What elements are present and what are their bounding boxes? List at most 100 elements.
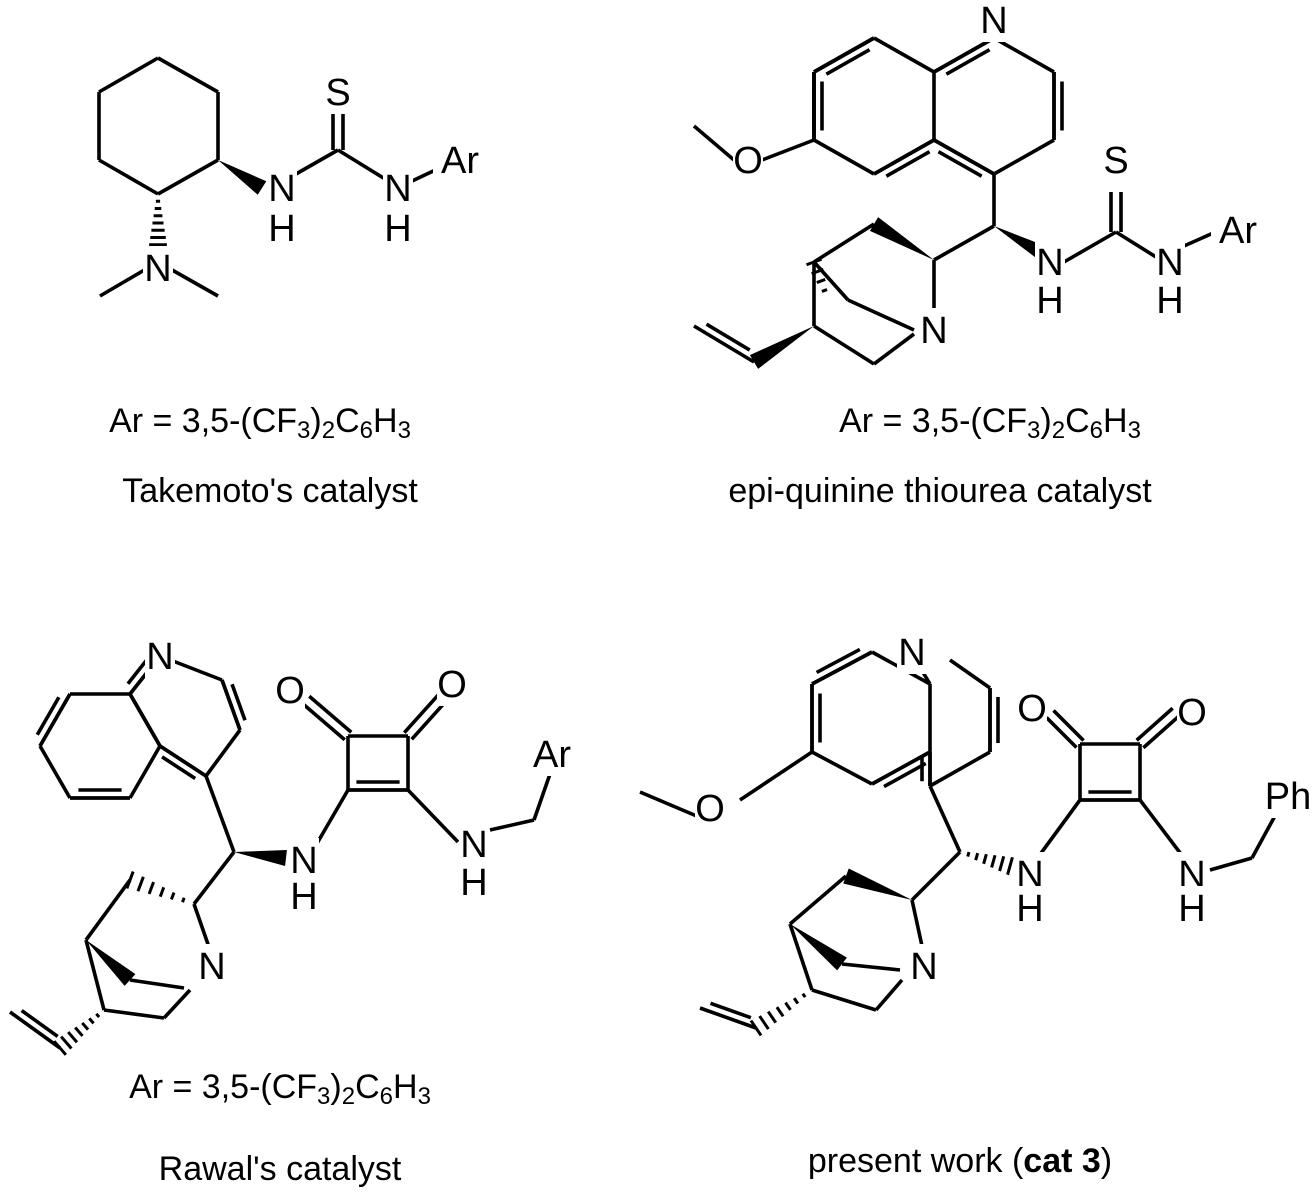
cat3-quinoline-n: N	[898, 632, 925, 674]
takemoto-nh-left-n: N	[268, 168, 295, 210]
epi-nh-left-n-bg	[1035, 240, 1065, 284]
bond	[811, 650, 873, 686]
cat3-o-right-bg	[1177, 690, 1207, 734]
wedge-bond	[86, 940, 136, 986]
bond-double	[402, 691, 442, 734]
cat3-nh-right-h-bg	[1177, 886, 1207, 930]
rawal-quinoline-n-bg	[145, 634, 175, 678]
rawal-nh-right-h-bg	[459, 860, 489, 904]
epi-ar-label-bg	[1211, 208, 1265, 252]
wedge-bond	[843, 868, 912, 900]
cat3-methoxy-o: O	[695, 788, 725, 830]
epi-nh-right-n: N	[1156, 242, 1183, 284]
bond	[933, 138, 995, 176]
takemoto-nh-right-n-bg	[383, 166, 413, 210]
hash-bond-stripe	[805, 257, 823, 267]
epi-methoxy-o-bg	[733, 138, 763, 182]
bond	[788, 923, 814, 991]
bond-double	[1052, 709, 1085, 742]
bond	[406, 788, 460, 844]
epi-quinoline-n-bg	[979, 0, 1009, 42]
bond-double	[308, 694, 353, 734]
rawal-o-left: O	[275, 670, 305, 712]
bond	[910, 850, 962, 902]
bond	[159, 744, 207, 778]
bond-double-inner	[709, 1001, 752, 1020]
takemoto-s-atom: S	[325, 72, 350, 114]
bond	[84, 878, 132, 942]
bond	[841, 962, 901, 972]
hash-bond-stripe	[181, 897, 186, 903]
bond	[811, 988, 877, 1012]
wedge-bond	[218, 160, 267, 195]
epi-nh-right-n-bg	[1155, 240, 1185, 284]
bond-double-inner	[161, 755, 197, 781]
rawal-ar-label: Ar	[533, 734, 571, 776]
bond	[847, 298, 915, 332]
bond	[929, 750, 991, 788]
hash-bond-stripe	[821, 288, 828, 293]
epi-quinuclidine-n: N	[920, 310, 947, 352]
bond-double-inner	[132, 700, 158, 740]
hash-bond-stripe	[998, 855, 1006, 872]
bond	[761, 138, 815, 162]
rawal-ar-label-bg	[525, 732, 579, 776]
bond	[204, 775, 236, 853]
rawal-o-right-bg	[437, 662, 467, 706]
bond	[84, 939, 106, 1011]
bond-layer	[8, 36, 1278, 1056]
formula-epi-quinine: Ar = 3,5-(CF3)2C6H3	[839, 402, 1141, 444]
bond	[128, 745, 162, 799]
bond	[693, 324, 755, 364]
bond	[38, 693, 72, 747]
bond	[813, 324, 875, 366]
hash-bond-stripe	[136, 876, 145, 892]
bond	[699, 1006, 757, 1030]
bond	[692, 124, 736, 162]
hash-bond-stripe	[966, 851, 971, 857]
bond-double-inner	[20, 1009, 59, 1038]
rawal-quinuclidine-n: N	[198, 946, 225, 988]
bond	[103, 1008, 165, 1020]
cat3-nh-right-h: H	[1178, 888, 1205, 930]
cat3-ph-label-bg	[1261, 774, 1315, 818]
bond	[993, 138, 1055, 176]
bond	[8, 1010, 62, 1050]
bond	[192, 903, 212, 951]
bond	[157, 158, 219, 196]
bond-double-inner	[825, 48, 871, 76]
hash-bond-stripe	[766, 1010, 778, 1024]
cat-3-label: cat 3	[1023, 1142, 1101, 1180]
cat3-o-right: O	[1177, 692, 1207, 734]
hash-bond-stripe	[81, 1021, 90, 1031]
bond	[38, 745, 72, 799]
bond	[162, 988, 192, 1020]
cat3-o-left-bg	[1017, 686, 1047, 730]
epi-s-atom-bg	[1101, 138, 1131, 182]
bond-double-inner	[815, 647, 861, 675]
epi-quinuclidine-n-bg	[919, 308, 949, 352]
epi-s-atom: S	[1103, 140, 1128, 182]
cat3-quinuclidine-n-bg	[909, 944, 939, 988]
hash-bond-stripe	[1006, 856, 1014, 876]
hash-bond-stripe	[811, 267, 824, 276]
cat3-ph-label: Ph	[1265, 776, 1311, 818]
bond	[813, 138, 875, 176]
bond	[739, 750, 813, 802]
bond	[129, 978, 185, 990]
cat3-quinoline-n-bg	[897, 630, 927, 674]
hash-bond-stripe	[758, 1015, 770, 1030]
bond	[337, 148, 391, 184]
epi-nh-right-h: H	[1156, 280, 1183, 322]
bond	[948, 658, 992, 690]
hash-bond-stripe	[67, 1031, 79, 1044]
epi-nh-left-n: N	[1036, 242, 1063, 284]
rawal-nh-left-h-bg	[289, 874, 319, 918]
cat3-nh-left-h-bg	[1015, 886, 1045, 930]
epi-quinoline-n: N	[980, 0, 1007, 42]
epi-nh-right-h-bg	[1155, 278, 1185, 322]
caption-present-work: present work (cat 3)	[807, 1142, 1113, 1180]
formula-takemoto: Ar = 3,5-(CF3)2C6H3	[109, 402, 411, 444]
